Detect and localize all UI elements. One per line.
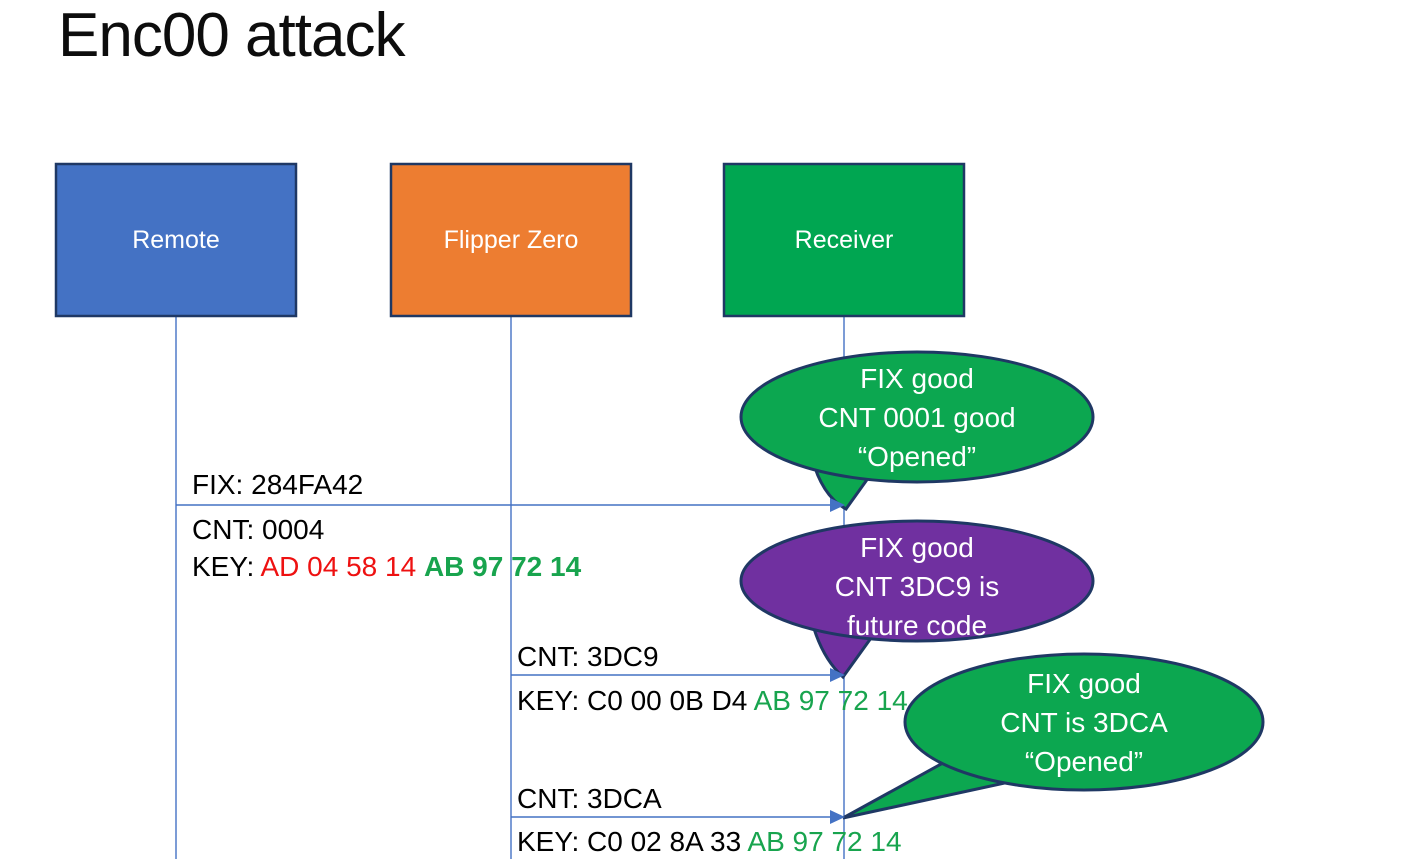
callout-future-code — [739, 519, 1095, 680]
msg3-cnt-label: CNT: 3DCA — [517, 783, 662, 814]
msg1-fix-label: FIX: 284FA42 — [192, 469, 364, 500]
msg2-key-green-bytes: AB 97 72 14 — [753, 685, 908, 716]
msg3-key-green-bytes: AB 97 72 14 — [747, 826, 902, 857]
msg1-key-label: KEY: AD 04 58 14 AB 97 72 14 — [192, 551, 582, 582]
arrowhead-2 — [830, 668, 845, 682]
callout-opened-2 — [842, 652, 1265, 820]
callout-opened-1-text: FIX good CNT 0001 good “Opened” — [818, 363, 1016, 472]
msg1-cnt-label: CNT: 0004 — [192, 514, 325, 545]
receiver-label: Receiver — [794, 225, 894, 254]
flipper-zero-label: Flipper Zero — [443, 225, 579, 254]
callout-opened-1 — [739, 350, 1095, 511]
callout-opened-2-text: FIX good CNT is 3DCA “Opened” — [1000, 668, 1168, 777]
receiver-box — [722, 162, 966, 318]
remote-label: Remote — [132, 225, 220, 254]
msg2-cnt-label: CNT: 3DC9 — [517, 641, 659, 672]
callout-ellipse — [739, 350, 1095, 484]
callout-future-code-text: FIX good CNT 3DC9 is future code — [834, 532, 1000, 641]
msg3-key-label: KEY: C0 02 8A 33 AB 97 72 14 — [517, 826, 902, 857]
callout-ellipse — [903, 652, 1265, 792]
msg1-key-green-bytes: AB 97 72 14 — [423, 551, 582, 582]
arrowhead-3 — [830, 810, 845, 824]
page-title: Enc00 attack — [58, 1, 405, 70]
callout-ellipse — [739, 519, 1095, 643]
remote-box — [54, 162, 298, 318]
flipper-zero-box — [389, 162, 633, 318]
arrowhead-1 — [830, 498, 845, 512]
msg2-key-label: KEY: C0 00 0B D4 AB 97 72 14 — [517, 685, 908, 716]
msg1-key-red-bytes: AD 04 58 14 — [260, 551, 424, 582]
